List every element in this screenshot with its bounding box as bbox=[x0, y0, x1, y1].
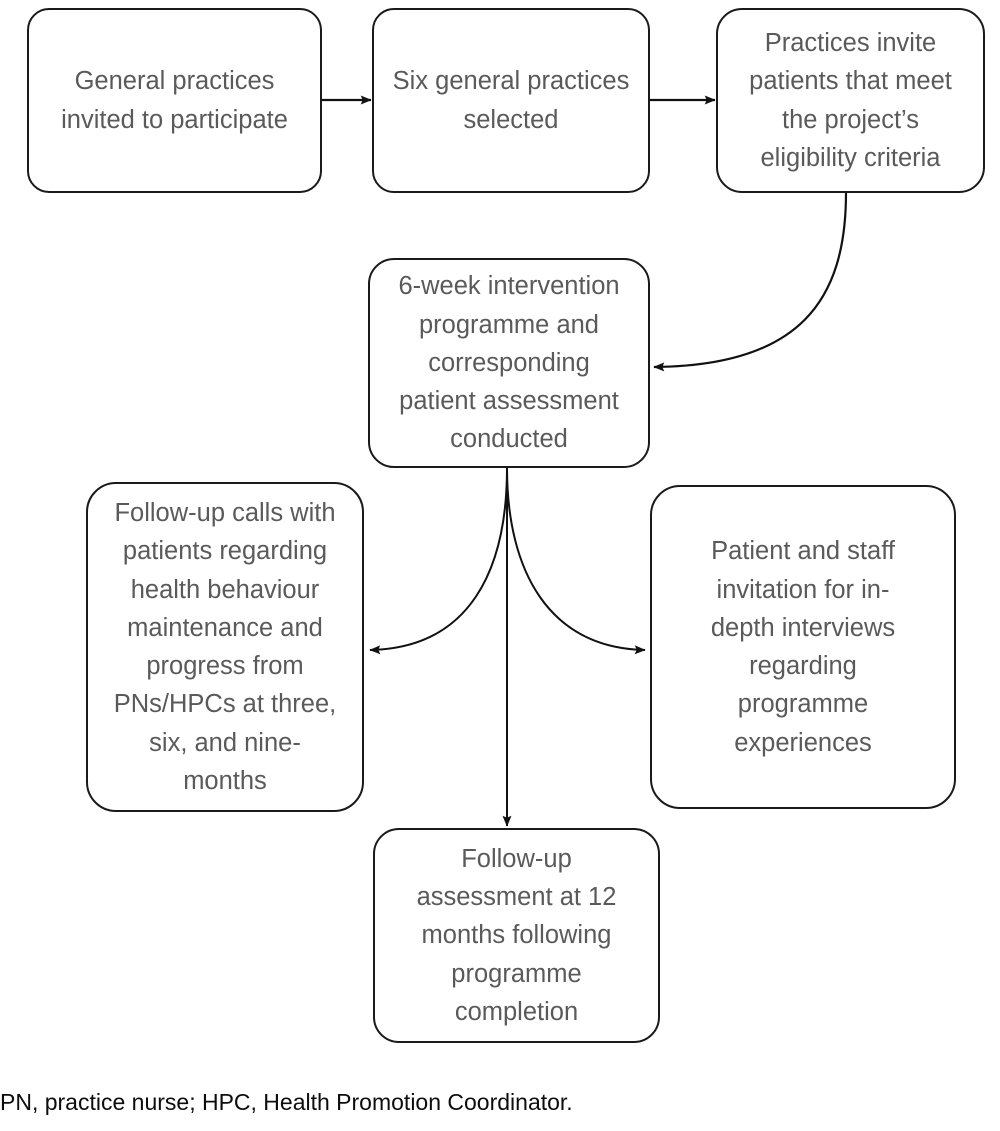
node-label: Patient and staff invitation for in- dep… bbox=[710, 537, 896, 757]
node-label: General practices invited to participate bbox=[61, 67, 288, 134]
node-label: Follow-up assessment at 12 months follow… bbox=[416, 844, 617, 1026]
node-practices-invite-patients[interactable]: Practices invite patients that meet the … bbox=[716, 8, 985, 193]
node-label: Follow-up calls with patients regarding … bbox=[113, 499, 337, 795]
figure-caption-abbreviations: PN, practice nurse; HPC, Health Promotio… bbox=[0, 1089, 573, 1115]
node-six-week-intervention[interactable]: 6-week intervention programme and corres… bbox=[368, 258, 650, 468]
edge-programme-to-interviews bbox=[506, 467, 646, 655]
edge-programme-to-followup-calls bbox=[369, 467, 508, 655]
node-label: Six general practices selected bbox=[392, 67, 630, 134]
node-general-practices-invited[interactable]: General practices invited to participate bbox=[27, 8, 322, 193]
node-interviews-invitation[interactable]: Patient and staff invitation for in- dep… bbox=[650, 485, 956, 809]
node-followup-calls[interactable]: Follow-up calls with patients regarding … bbox=[86, 482, 364, 812]
node-followup-assessment[interactable]: Follow-up assessment at 12 months follow… bbox=[373, 828, 660, 1043]
edge-eligible-to-programme bbox=[653, 192, 848, 372]
node-label: Practices invite patients that meet the … bbox=[749, 29, 952, 172]
node-six-practices-selected[interactable]: Six general practices selected bbox=[372, 8, 650, 193]
node-label: 6-week intervention programme and corres… bbox=[398, 272, 620, 454]
